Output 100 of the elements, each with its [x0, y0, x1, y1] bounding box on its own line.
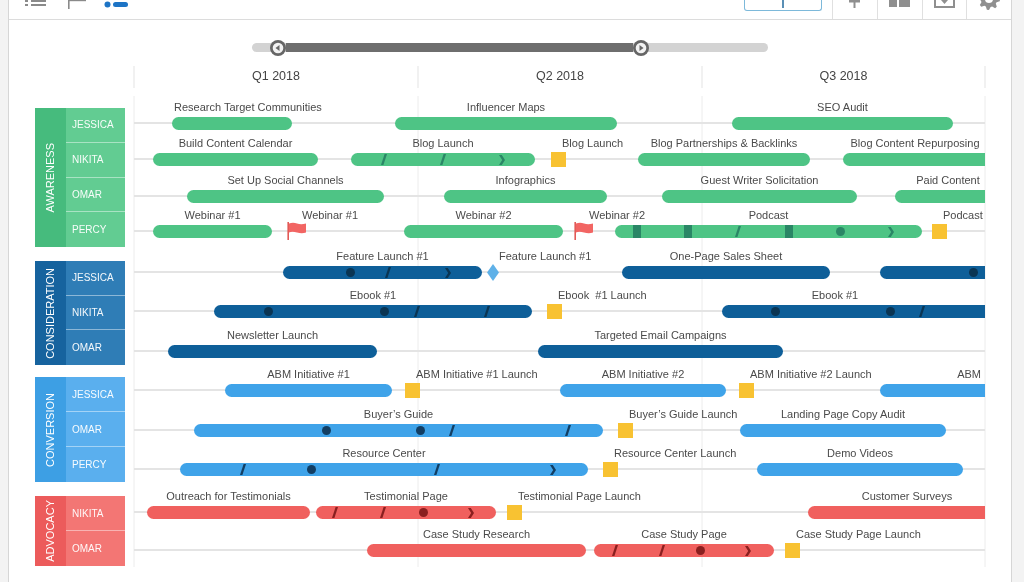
category-label: ADVOCACY [44, 500, 57, 562]
category-panel [35, 108, 125, 247]
roadmap-task [740, 407, 946, 437]
row-header: JESSICA [66, 261, 125, 296]
roadmap-task [732, 100, 953, 130]
roadmap-task [214, 288, 532, 318]
milestone-label: ABM Initiative #2 Launch [750, 367, 872, 381]
roadmap-task [351, 136, 535, 166]
row-header: PERCY [66, 212, 125, 247]
category-label: AWARENESS [44, 142, 57, 213]
task-label: Resource Center [342, 446, 426, 460]
quarter-label: Q1 2018 [252, 68, 300, 84]
milestone-label: Case Study Page Launch [796, 527, 921, 541]
task-label: Build Content Calendar [178, 136, 293, 150]
milestone-label: Webinar #2 [589, 208, 646, 222]
roadmap-task [404, 208, 563, 238]
roadmap-milestone [617, 407, 738, 438]
task-label: Newsletter Launch [226, 328, 319, 342]
roadmap-task [194, 407, 603, 437]
category-label: CONVERSION [44, 392, 57, 467]
task-label: Feature Launch #1 [336, 249, 429, 263]
task-label: Paid Content [916, 173, 980, 187]
milestone-label: Podcast [943, 208, 983, 222]
row-header: NIKITA [66, 142, 125, 178]
roadmap-task [367, 527, 586, 557]
task-label: Blog Partnerships & Backlinks [650, 136, 798, 150]
task-label: Influencer Maps [466, 100, 546, 114]
row-header: OMAR [66, 531, 125, 566]
task-label: Ebook #1 [811, 288, 859, 302]
category-panel [35, 261, 125, 365]
roadmap-task [662, 173, 857, 203]
roadmap-task [180, 446, 588, 476]
roadmap-task [153, 208, 272, 238]
roadmap-task [283, 249, 482, 279]
roadmap-task [808, 489, 985, 519]
milestone-label: Resource Center Launch [614, 446, 737, 460]
roadmap-milestone [286, 208, 359, 240]
task-label: Landing Page Copy Audit [780, 407, 906, 421]
row-header: OMAR [66, 330, 125, 365]
milestone-label: ABM Initiative #1 Launch [416, 367, 538, 381]
roadmap-milestone [738, 367, 872, 398]
roadmap-task [153, 136, 318, 166]
roadmap-task [444, 173, 607, 203]
task-label: Buyer’s Guide [363, 407, 434, 421]
roadmap-task [187, 173, 384, 203]
task-label: Research Target Communities [174, 100, 322, 114]
category-panel [35, 496, 125, 566]
roadmap-task [168, 328, 377, 358]
task-label: ABM Initiative #2 [601, 367, 685, 381]
roadmap-task [172, 100, 322, 130]
milestone-label: Feature Launch #1 [499, 249, 592, 263]
milestone-label: Ebook #1 Launch [558, 288, 647, 302]
roadmap-milestone [573, 208, 646, 240]
roadmap-task [757, 446, 963, 476]
task-label: Targeted Email Campaigns [594, 328, 727, 342]
roadmap-task [538, 328, 783, 358]
quarter-label: Q2 2018 [536, 68, 584, 84]
roadmap-task [722, 288, 985, 318]
roadmap-task [895, 173, 985, 203]
roadmap-task [147, 489, 310, 519]
task-label: Ebook #1 [349, 288, 397, 302]
milestone-label: Blog Launch [562, 136, 624, 150]
task-label: Blog Launch [412, 136, 474, 150]
roadmap-milestone [506, 489, 641, 520]
task-label: Infographics [495, 173, 556, 187]
roadmap-task [594, 527, 774, 557]
roadmap-milestone [931, 208, 983, 239]
task-label: SEO Audit [817, 100, 868, 114]
roadmap-milestone [546, 288, 647, 319]
roadmap-task [622, 249, 830, 279]
quarter-label: Q3 2018 [819, 68, 868, 84]
milestone-label: Webinar #1 [302, 208, 359, 222]
roadmap-task [843, 136, 985, 166]
task-label: One-Page Sales Sheet [669, 249, 783, 263]
task-label: Podcast [748, 208, 789, 222]
row-header: OMAR [66, 412, 125, 447]
row-header: JESSICA [66, 108, 125, 143]
roadmap-milestone [550, 136, 624, 167]
task-label: Testimonial Page [364, 489, 448, 503]
category-panel [35, 377, 125, 482]
task-label: Demo Videos [827, 446, 893, 460]
roadmap-task [316, 489, 496, 519]
row-header: OMAR [66, 177, 125, 213]
task-label: Case Study Page [641, 527, 727, 541]
row-header: PERCY [66, 447, 125, 482]
roadmap-task [638, 136, 810, 166]
task-label: Customer Surveys [861, 489, 953, 503]
roadmap-milestone [784, 527, 921, 558]
task-label: Outreach for Testimonials [166, 489, 291, 503]
row-header: NIKITA [66, 496, 125, 531]
task-label: Guest Writer Solicitation [700, 173, 819, 187]
task-label: Set Up Social Channels [227, 173, 344, 187]
task-label: Blog Content Repurposing [850, 136, 980, 150]
row-header: NIKITA [66, 295, 125, 331]
milestone-label: Testimonial Page Launch [518, 489, 641, 503]
roadmap-milestone [404, 367, 538, 398]
roadmap-task [560, 367, 726, 397]
roadmap-milestone [602, 446, 737, 477]
task-label: ABM [957, 367, 981, 381]
roadmap-task [880, 367, 985, 397]
